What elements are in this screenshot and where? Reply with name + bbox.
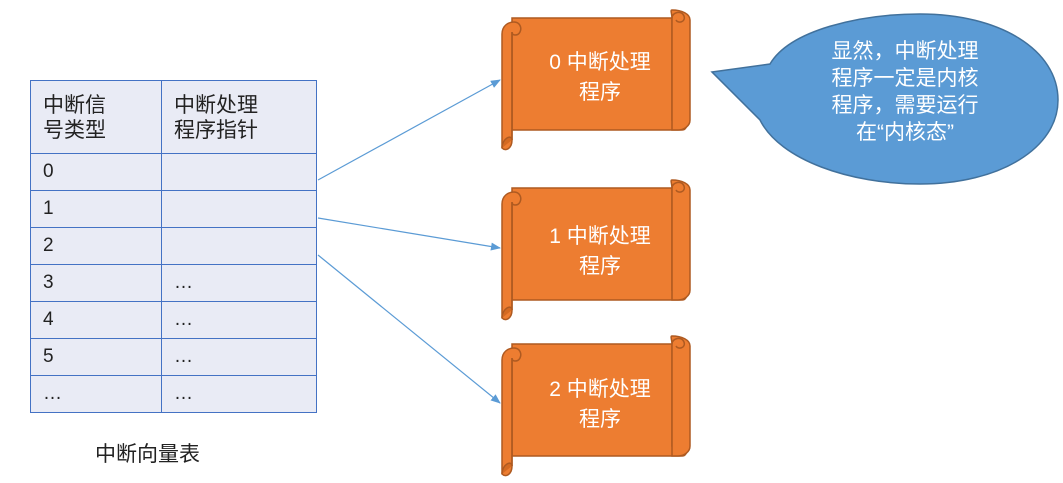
table-row: 3 …: [30, 264, 317, 302]
callout-line3: 程序，需要运行: [831, 94, 979, 117]
arrow-to-handler-0: [317, 79, 501, 181]
row-type-cell: …: [30, 375, 162, 413]
row-type-cell: 2: [30, 227, 162, 265]
handler-0-label: 0 中断处理 程序: [520, 48, 680, 108]
table-row: 5 …: [30, 338, 317, 376]
callout-line2: 程序一定是内核: [831, 67, 979, 90]
table-row: 0: [30, 153, 317, 191]
header-type-line1: 中断信: [43, 94, 106, 117]
table-row: 2: [30, 227, 317, 265]
row-type-cell: 5: [30, 338, 162, 376]
header-interrupt-type: 中断信 号类型: [30, 80, 162, 154]
callout-bubble: [710, 13, 1059, 185]
row-pointer-cell: …: [161, 375, 317, 413]
table-row: 1: [30, 190, 317, 228]
row-type-cell: 4: [30, 301, 162, 339]
row-pointer-cell: [161, 153, 317, 191]
handler-1-line1: 1 中断处理: [549, 225, 651, 248]
handler-0-line2: 程序: [579, 81, 621, 104]
table-row: … …: [30, 375, 317, 413]
row-type-cell: 1: [30, 190, 162, 228]
callout-text: 显然，中断处理 程序一定是内核 程序，需要运行 在“内核态”: [790, 38, 1020, 146]
handler-1-label: 1 中断处理 程序: [520, 222, 680, 282]
row-pointer-cell: …: [161, 338, 317, 376]
row-type-cell: 3: [30, 264, 162, 302]
header-type-line2: 号类型: [43, 119, 106, 142]
row-pointer-cell: …: [161, 264, 317, 302]
handler-2-line2: 程序: [579, 408, 621, 431]
callout-line4: 在“内核态”: [856, 121, 954, 144]
row-pointer-cell: [161, 227, 317, 265]
arrow-to-handler-2: [317, 254, 501, 404]
handler-1-line2: 程序: [579, 255, 621, 278]
arrow-to-handler-1: [317, 217, 501, 251]
table-header-row: 中断信 号类型 中断处理 程序指针: [30, 80, 317, 154]
row-pointer-cell: [161, 190, 317, 228]
row-type-cell: 0: [30, 153, 162, 191]
table-row: 4 …: [30, 301, 317, 339]
header-pointer-line2: 程序指针: [174, 119, 258, 142]
handler-0-line1: 0 中断处理: [549, 51, 651, 74]
interrupt-vector-table: 中断信 号类型 中断处理 程序指针 0 1 2 3 … 4 … 5 … … …: [30, 80, 317, 413]
handler-2-label: 2 中断处理 程序: [520, 375, 680, 435]
table-caption: 中断向量表: [95, 443, 200, 466]
handler-2-line1: 2 中断处理: [549, 378, 651, 401]
header-pointer-line1: 中断处理: [174, 94, 258, 117]
callout-line1: 显然，中断处理: [831, 40, 979, 63]
header-handler-pointer: 中断处理 程序指针: [161, 80, 317, 154]
row-pointer-cell: …: [161, 301, 317, 339]
